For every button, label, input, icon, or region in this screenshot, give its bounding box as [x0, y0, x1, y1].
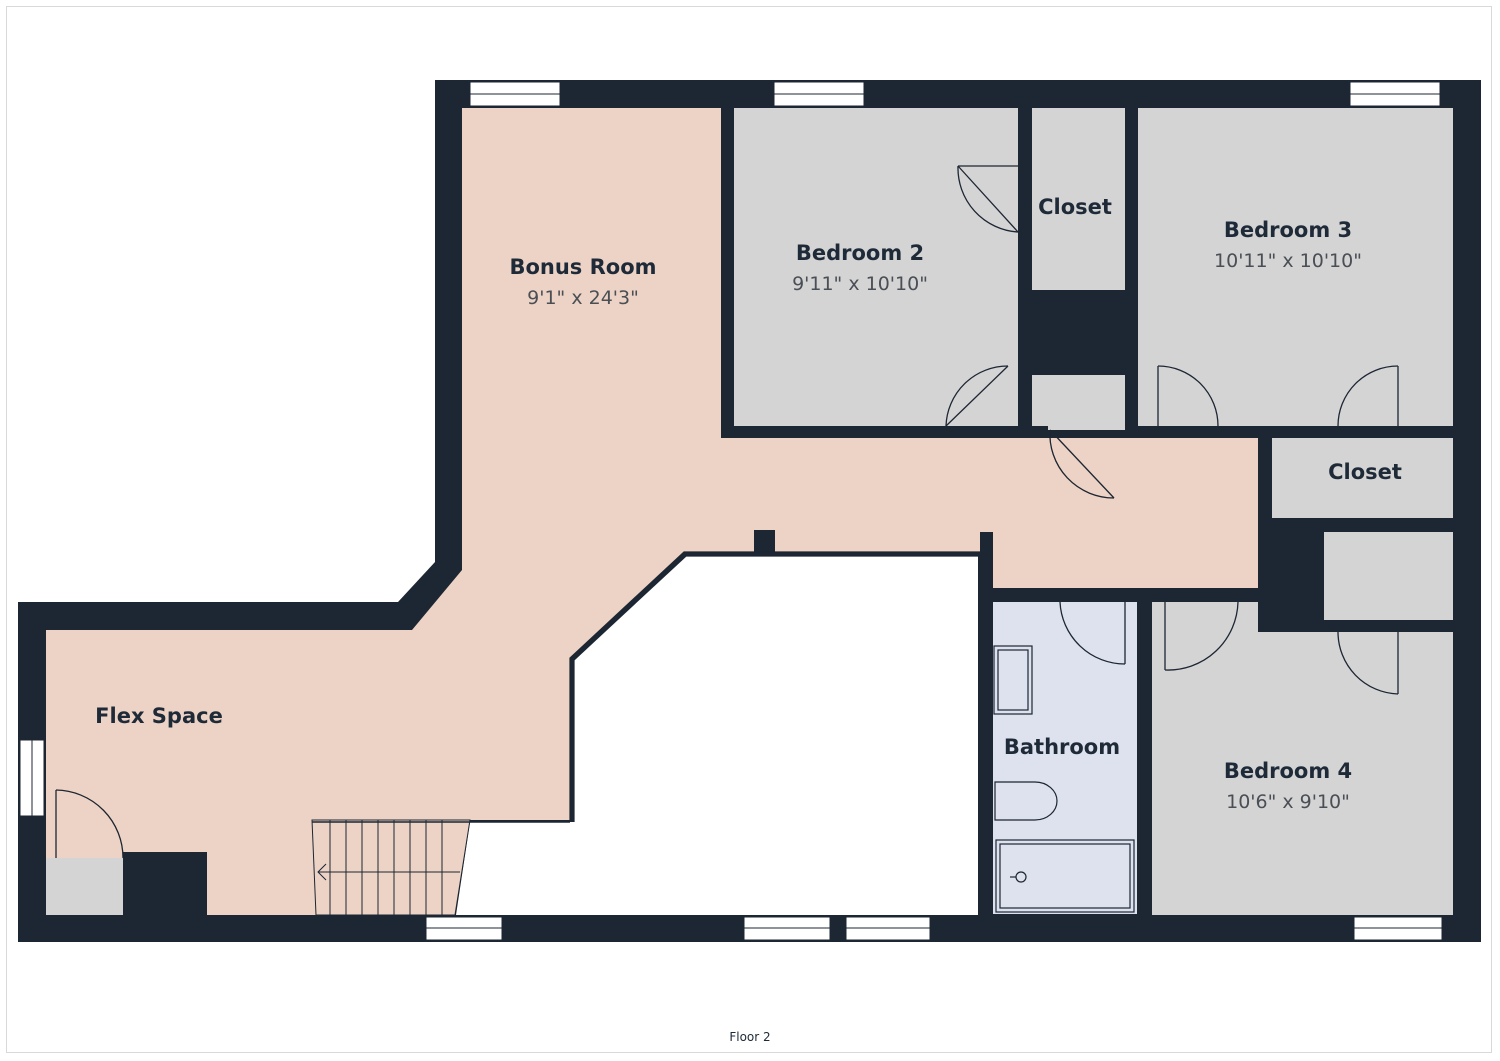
wall-storage-left [1262, 532, 1324, 632]
bathroom-fixtures [993, 645, 1135, 913]
closet-1-name: Closet [1038, 195, 1112, 219]
door-bedroom-2 [945, 365, 1009, 427]
door-bathroom [1059, 601, 1126, 665]
flex-space-name: Flex Space [95, 704, 223, 728]
wall-bed2-closet [1018, 108, 1032, 438]
floor-label: Floor 2 [729, 1030, 770, 1044]
door-closet-1 [957, 165, 1019, 233]
bathroom-name: Bathroom [1004, 735, 1120, 759]
bedroom-3-dims: 10'11" x 10'10" [1214, 250, 1362, 272]
bonus-room-dims: 9'1" x 24'3" [527, 287, 639, 309]
wall-bed3-bottom-c [1398, 426, 1453, 438]
bathtub [995, 839, 1135, 913]
wall-flex-closet [123, 852, 207, 915]
bathtub-inner [999, 843, 1131, 909]
bedroom-2-name: Bedroom 2 [796, 241, 924, 265]
storage-closet-floor [1324, 532, 1453, 620]
door-bedroom-3-closet [1337, 365, 1399, 427]
door-bedroom-3 [1157, 365, 1219, 427]
wall-bonus-bed2 [721, 108, 734, 438]
door-linen [1049, 429, 1115, 499]
bathroom-floor [993, 602, 1137, 914]
bonus-room-name: Bonus Room [509, 255, 656, 279]
wall-bath-top-c [1238, 588, 1262, 602]
sink [997, 649, 1029, 711]
bedroom-4-floor [1152, 602, 1453, 915]
wall-bed3-bottom-b [1218, 426, 1338, 438]
room-floors [46, 108, 1453, 915]
bedroom-2-floor [734, 108, 1018, 426]
bedroom-4-dims: 10'6" x 9'10" [1226, 791, 1350, 813]
closet-2-floor [1272, 438, 1453, 518]
bonus-room-floor [46, 108, 1258, 915]
vanity [993, 645, 1033, 715]
wall-bath-left [980, 532, 993, 915]
bedroom-4-name: Bedroom 4 [1224, 759, 1352, 783]
drawing-frame [6, 6, 1492, 1053]
wall-closet-block [1018, 290, 1138, 375]
closet-2-name: Closet [1328, 460, 1402, 484]
closet-1-floor [1032, 108, 1125, 290]
bedroom-2-dims: 9'11" x 10'10" [792, 273, 928, 295]
wall-bath-top [980, 588, 1060, 602]
wall-closet-bed3 [1125, 108, 1138, 438]
toilet [994, 781, 1058, 821]
interior-walls [123, 108, 1453, 915]
wall-storage-bottom [1404, 620, 1453, 632]
wall-bath-bed4 [1137, 588, 1152, 915]
landing-floor [46, 858, 123, 915]
linen-closet-floor [1032, 375, 1125, 430]
wall-bed2-bottom [721, 426, 946, 438]
bedroom-3-floor [1138, 108, 1453, 426]
labels: Bonus Room 9'1" x 24'3" Bedroom 2 9'11" … [95, 195, 1402, 1044]
door-storage-closet [1337, 631, 1399, 695]
door-bedroom-4 [1164, 601, 1239, 671]
stairs [311, 819, 570, 916]
doors [55, 165, 1399, 859]
wall-closet2-bottom [1258, 518, 1453, 532]
door-flex-closet [55, 789, 124, 859]
column [754, 530, 775, 554]
wall-bed3-bottom [1138, 426, 1158, 438]
windows [19, 81, 1443, 941]
open-to-below [456, 556, 978, 915]
railing [569, 551, 980, 822]
bedroom-3-name: Bedroom 3 [1224, 218, 1352, 242]
